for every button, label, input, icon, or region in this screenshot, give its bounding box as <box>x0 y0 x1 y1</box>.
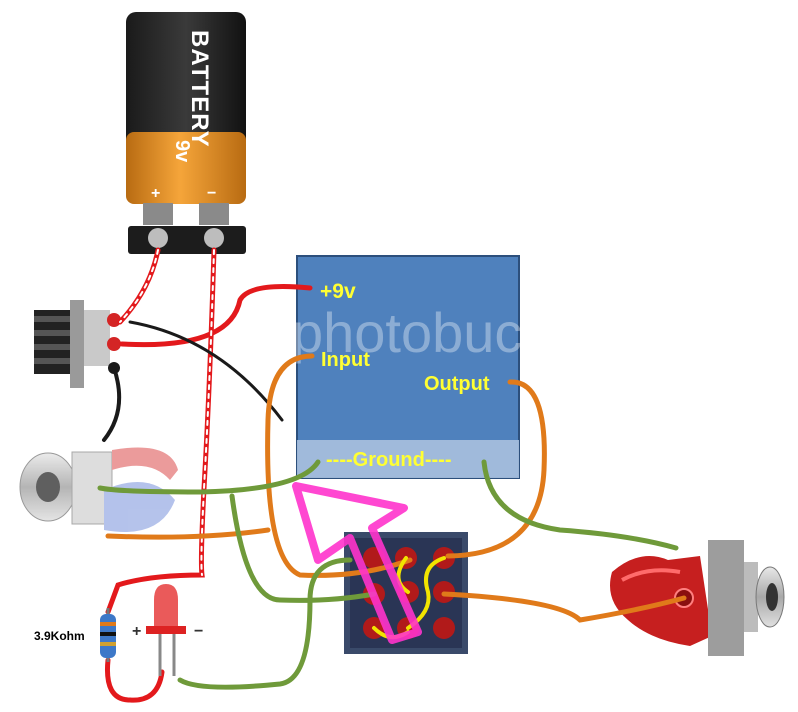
dc-power-jack <box>34 300 121 388</box>
effect-box: photobucket +9v Input Output ----Ground-… <box>292 255 598 479</box>
battery-brand-label: BATTERY <box>186 30 213 148</box>
pointer-arrow <box>292 482 422 644</box>
battery: BATTERY 9v + − <box>126 12 246 254</box>
power-wires <box>102 247 313 703</box>
battery-minus-label: − <box>207 185 216 202</box>
output-jack <box>610 540 785 656</box>
led-plus-label: + <box>132 623 141 640</box>
input-jack <box>19 447 178 532</box>
resistor: 3.9Kohm <box>34 608 116 662</box>
ground-wires <box>97 459 679 690</box>
photobucket-watermark: photobucket <box>292 301 598 364</box>
power-label: +9v <box>320 280 356 303</box>
signal-wires <box>105 353 687 623</box>
ground-label: ----Ground---- <box>326 449 452 471</box>
resistor-label: 3.9Kohm <box>34 629 85 643</box>
input-label: Input <box>321 349 370 371</box>
battery-plus-label: + <box>151 185 160 202</box>
led: + − <box>132 584 203 676</box>
led-minus-label: − <box>194 623 203 640</box>
battery-snap <box>128 226 246 254</box>
battery-voltage-label: 9v <box>171 140 193 163</box>
output-label: Output <box>424 373 490 395</box>
